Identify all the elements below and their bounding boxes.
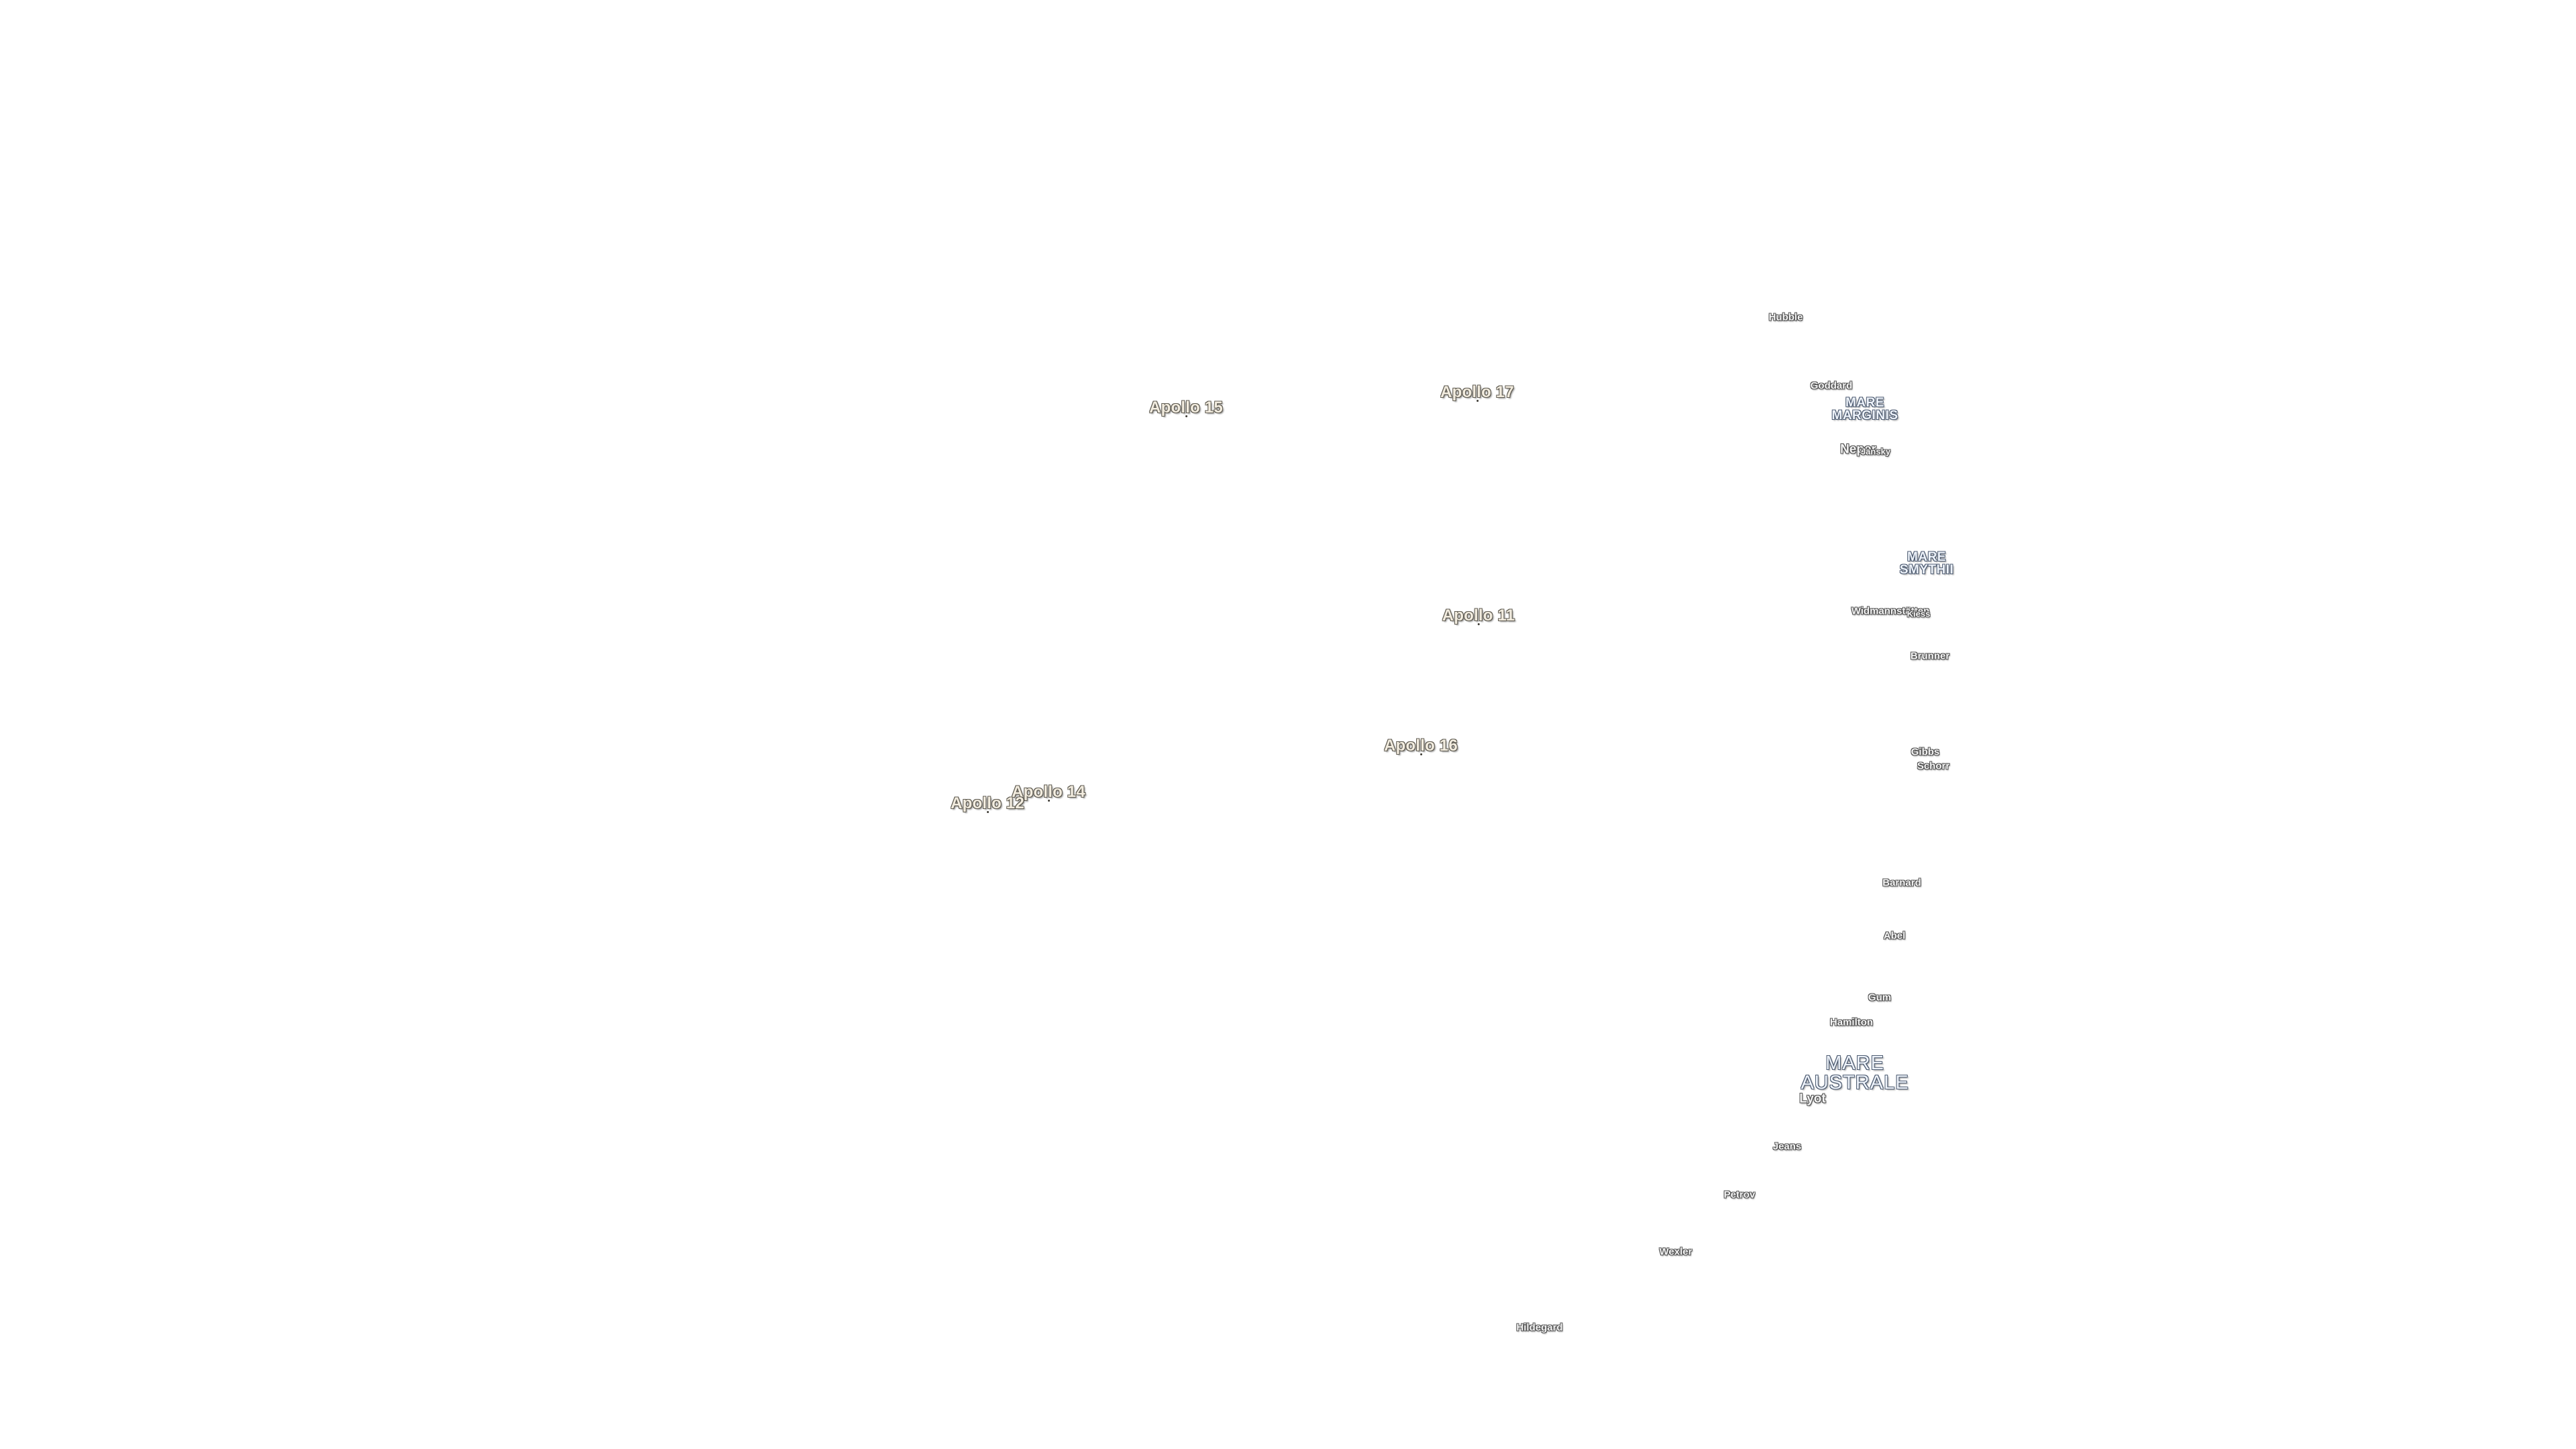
- crater-widmannstatten-label[interactable]: Widmannstätten: [1851, 605, 1930, 617]
- apollo-17-label[interactable]: Apollo 17: [1440, 383, 1514, 402]
- apollo-16-name: Apollo 16: [1384, 737, 1458, 755]
- landing-site-marker: [1477, 400, 1479, 402]
- mare-australe-label[interactable]: MARE AUSTRALE: [1801, 1054, 1909, 1093]
- mare-marginis-line2: MARGINIS: [1831, 409, 1898, 423]
- crater-gum-label[interactable]: Gum: [1868, 991, 1892, 1004]
- mare-smythii-line2: SMYTHII: [1899, 563, 1954, 577]
- crater-gibbs-label[interactable]: Gibbs: [1911, 746, 1940, 758]
- mare-australe-line2: AUSTRALE: [1801, 1072, 1909, 1093]
- apollo-17-name: Apollo 17: [1440, 383, 1514, 401]
- landing-site-marker: [1478, 623, 1480, 625]
- apollo-14-name: Apollo 14: [1012, 783, 1085, 801]
- mare-smythii-line1: MARE: [1907, 550, 1946, 564]
- landing-site-marker: [987, 811, 989, 813]
- mare-marginis-label[interactable]: MARE MARGINIS: [1832, 396, 1898, 422]
- crater-jeans-label[interactable]: Jeans: [1772, 1140, 1802, 1152]
- crater-neper-label[interactable]: Neper: [1840, 442, 1876, 457]
- crater-hamilton-label[interactable]: Hamilton: [1829, 1016, 1874, 1028]
- crater-schorr-label[interactable]: Schorr: [1917, 760, 1950, 772]
- apollo-16-label[interactable]: Apollo 16: [1384, 737, 1458, 755]
- mare-marginis-line1: MARE: [1845, 396, 1884, 410]
- apollo-12-name: Apollo 12: [951, 794, 1024, 812]
- landing-site-marker: [1048, 800, 1050, 802]
- crater-petrov-label[interactable]: Petrov: [1723, 1189, 1756, 1201]
- mare-smythii-label[interactable]: MARE SMYTHII: [1900, 551, 1954, 576]
- landing-site-marker: [1420, 753, 1422, 755]
- landing-site-marker: [1185, 415, 1187, 417]
- crater-brunner-label[interactable]: Brunner: [1910, 650, 1950, 662]
- crater-abel-label[interactable]: Abel: [1883, 930, 1906, 942]
- crater-wexler-label[interactable]: Wexler: [1659, 1246, 1693, 1258]
- apollo-15-label[interactable]: Apollo 15: [1149, 398, 1223, 417]
- crater-barnard-label[interactable]: Barnard: [1882, 877, 1921, 889]
- apollo-14-label[interactable]: Apollo 14: [1012, 783, 1085, 802]
- mare-australe-line1: MARE: [1825, 1053, 1884, 1074]
- apollo-11-label[interactable]: Apollo 11: [1442, 606, 1515, 625]
- crater-jansky-label[interactable]: Jansky: [1860, 446, 1891, 457]
- apollo-12-label[interactable]: Apollo 12: [951, 794, 1024, 813]
- crater-lyot-label[interactable]: Lyot: [1799, 1091, 1826, 1106]
- apollo-11-name: Apollo 11: [1442, 606, 1515, 625]
- crater-kiess-label[interactable]: Kiess: [1907, 608, 1931, 619]
- crater-hildegard-label[interactable]: Hildegard: [1516, 1322, 1563, 1334]
- crater-hubble-label[interactable]: Hubble: [1768, 311, 1803, 323]
- apollo-15-name: Apollo 15: [1149, 398, 1223, 417]
- crater-goddard-label[interactable]: Goddard: [1810, 380, 1853, 392]
